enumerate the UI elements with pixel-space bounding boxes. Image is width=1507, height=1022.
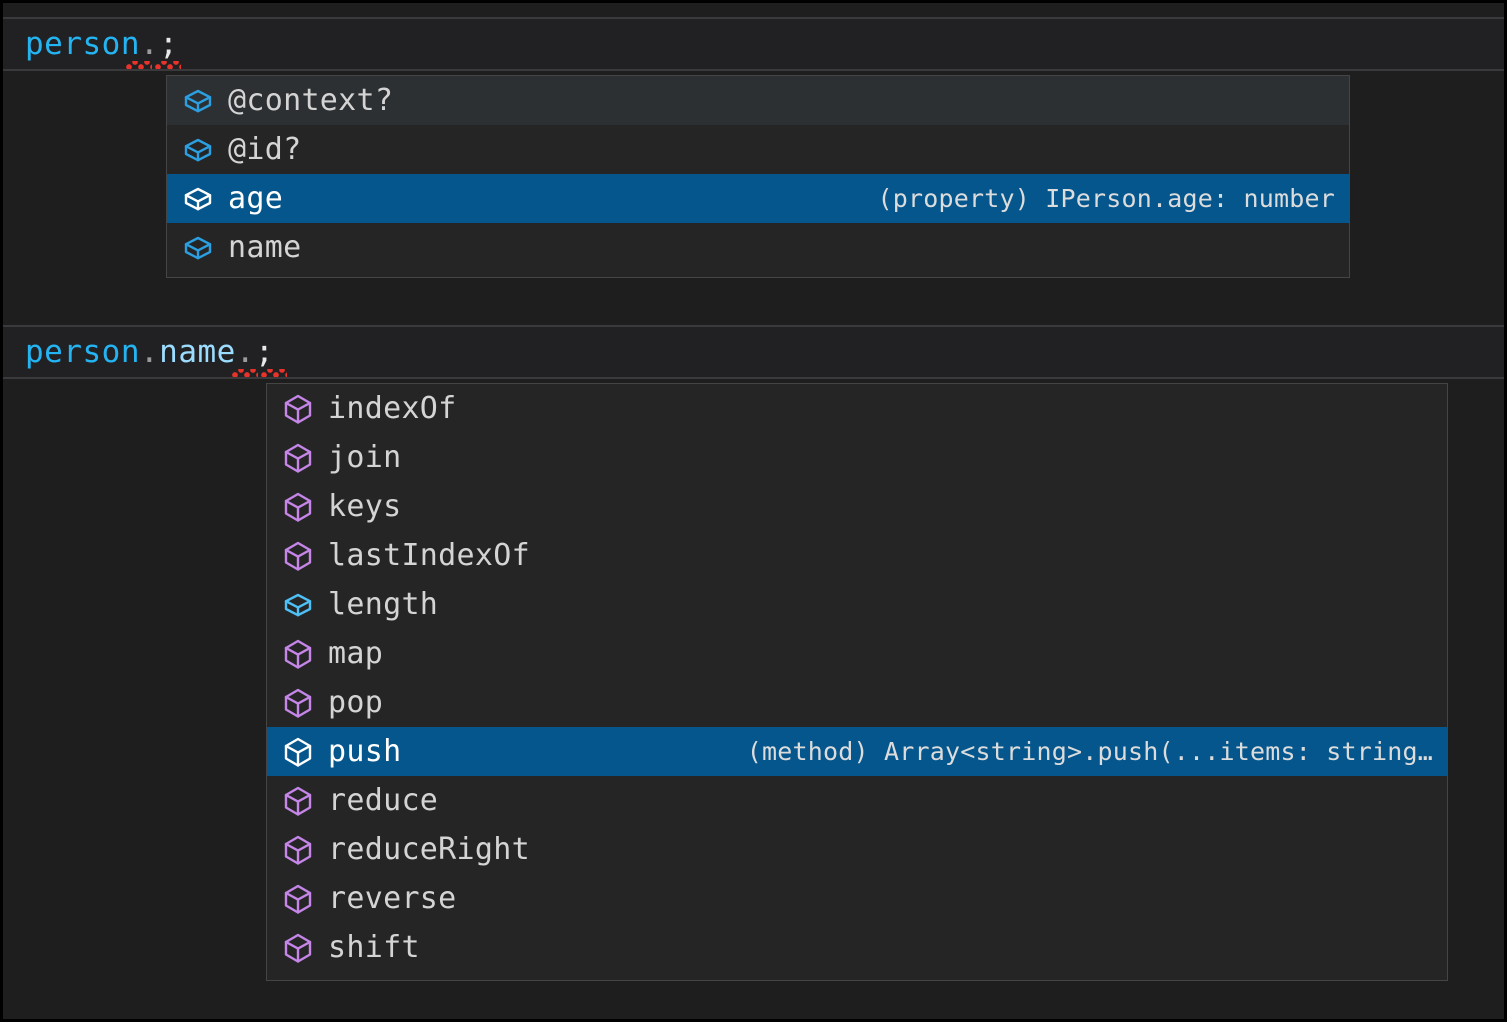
code-editor[interactable]: person.; person.name.; @context?@id?age(…: [3, 3, 1504, 1019]
token-dot: .: [139, 26, 160, 62]
suggest-item-reduce[interactable]: reduce: [267, 776, 1447, 825]
suggest-item-pop[interactable]: pop: [267, 678, 1447, 727]
method-cube-icon: [278, 389, 318, 429]
method-cube-icon: [278, 879, 318, 919]
method-cube-icon: [278, 732, 318, 772]
property-cube-icon: [178, 228, 218, 268]
error-squiggle: [155, 61, 181, 69]
suggest-item-label: indexOf: [328, 391, 457, 426]
suggest-item-label: reverse: [328, 881, 457, 916]
suggest-item-context[interactable]: @context?: [167, 76, 1349, 125]
token-variable: person: [25, 26, 140, 62]
suggest-item-indexof[interactable]: indexOf: [267, 384, 1447, 433]
property-cube-icon: [178, 179, 218, 219]
suggest-item-map[interactable]: map: [267, 629, 1447, 678]
suggest-item-age[interactable]: age (property) IPerson.age: number: [167, 174, 1349, 223]
token-dot: .: [235, 334, 255, 370]
suggest-item-label: reduce: [328, 783, 439, 818]
suggest-item-detail: (property) IPerson.age: number: [877, 184, 1335, 213]
suggest-item-detail: (method) Array<string>.push(...items: st…: [746, 737, 1433, 766]
token-semicolon: ;: [254, 334, 275, 370]
method-cube-icon: [278, 487, 318, 527]
suggest-item-label: lastIndexOf: [328, 538, 530, 573]
suggest-item-label: pop: [328, 685, 384, 720]
suggest-item-label: length: [328, 587, 439, 622]
suggest-item-label: @id?: [228, 132, 302, 167]
suggest-item-name[interactable]: name: [167, 223, 1349, 272]
suggest-item-label: reduceRight: [328, 832, 530, 867]
suggest-item-lastindexof[interactable]: lastIndexOf: [267, 531, 1447, 580]
suggest-item-label: name: [228, 230, 302, 265]
suggest-widget-person[interactable]: @context? @id? age (property) IPerson.age: …: [166, 75, 1350, 278]
suggest-item-label: keys: [328, 489, 402, 524]
property-cube-icon: [178, 81, 218, 121]
suggest-item-shift[interactable]: shift: [267, 923, 1447, 972]
token-dot: .: [139, 334, 160, 370]
property-cube-icon: [178, 130, 218, 170]
method-cube-icon: [278, 781, 318, 821]
token-property: name: [159, 334, 236, 370]
suggest-item-label: @context?: [228, 83, 394, 118]
method-cube-icon: [278, 438, 318, 478]
error-squiggle: [126, 61, 152, 69]
code-line-1[interactable]: person.;: [3, 17, 1504, 71]
suggest-item-label: push: [328, 734, 402, 769]
code-line-2[interactable]: person.name.;: [3, 325, 1504, 379]
suggest-item-reduceright[interactable]: reduceRight: [267, 825, 1447, 874]
method-cube-icon: [278, 928, 318, 968]
suggest-item-length[interactable]: length: [267, 580, 1447, 629]
method-cube-icon: [278, 634, 318, 674]
suggest-item-reverse[interactable]: reverse: [267, 874, 1447, 923]
method-cube-icon: [278, 536, 318, 576]
suggest-item-label: shift: [328, 930, 420, 965]
method-cube-icon: [278, 830, 318, 870]
suggest-item-push[interactable]: push (method) Array<string>.push(...items…: [267, 727, 1447, 776]
token-semicolon: ;: [159, 26, 179, 62]
suggest-item-join[interactable]: join: [267, 433, 1447, 482]
suggest-item-id[interactable]: @id?: [167, 125, 1349, 174]
property-cube-icon: [278, 585, 318, 625]
method-cube-icon: [278, 683, 318, 723]
suggest-item-label: map: [328, 636, 384, 671]
suggest-widget-person-name[interactable]: indexOf join keys lastIndexOf length map pop pu…: [266, 383, 1448, 981]
token-variable: person: [25, 334, 140, 370]
suggest-item-label: age: [228, 181, 284, 216]
suggest-item-keys[interactable]: keys: [267, 482, 1447, 531]
error-squiggle: [232, 369, 258, 377]
suggest-item-label: join: [328, 440, 402, 475]
error-squiggle: [261, 369, 287, 377]
